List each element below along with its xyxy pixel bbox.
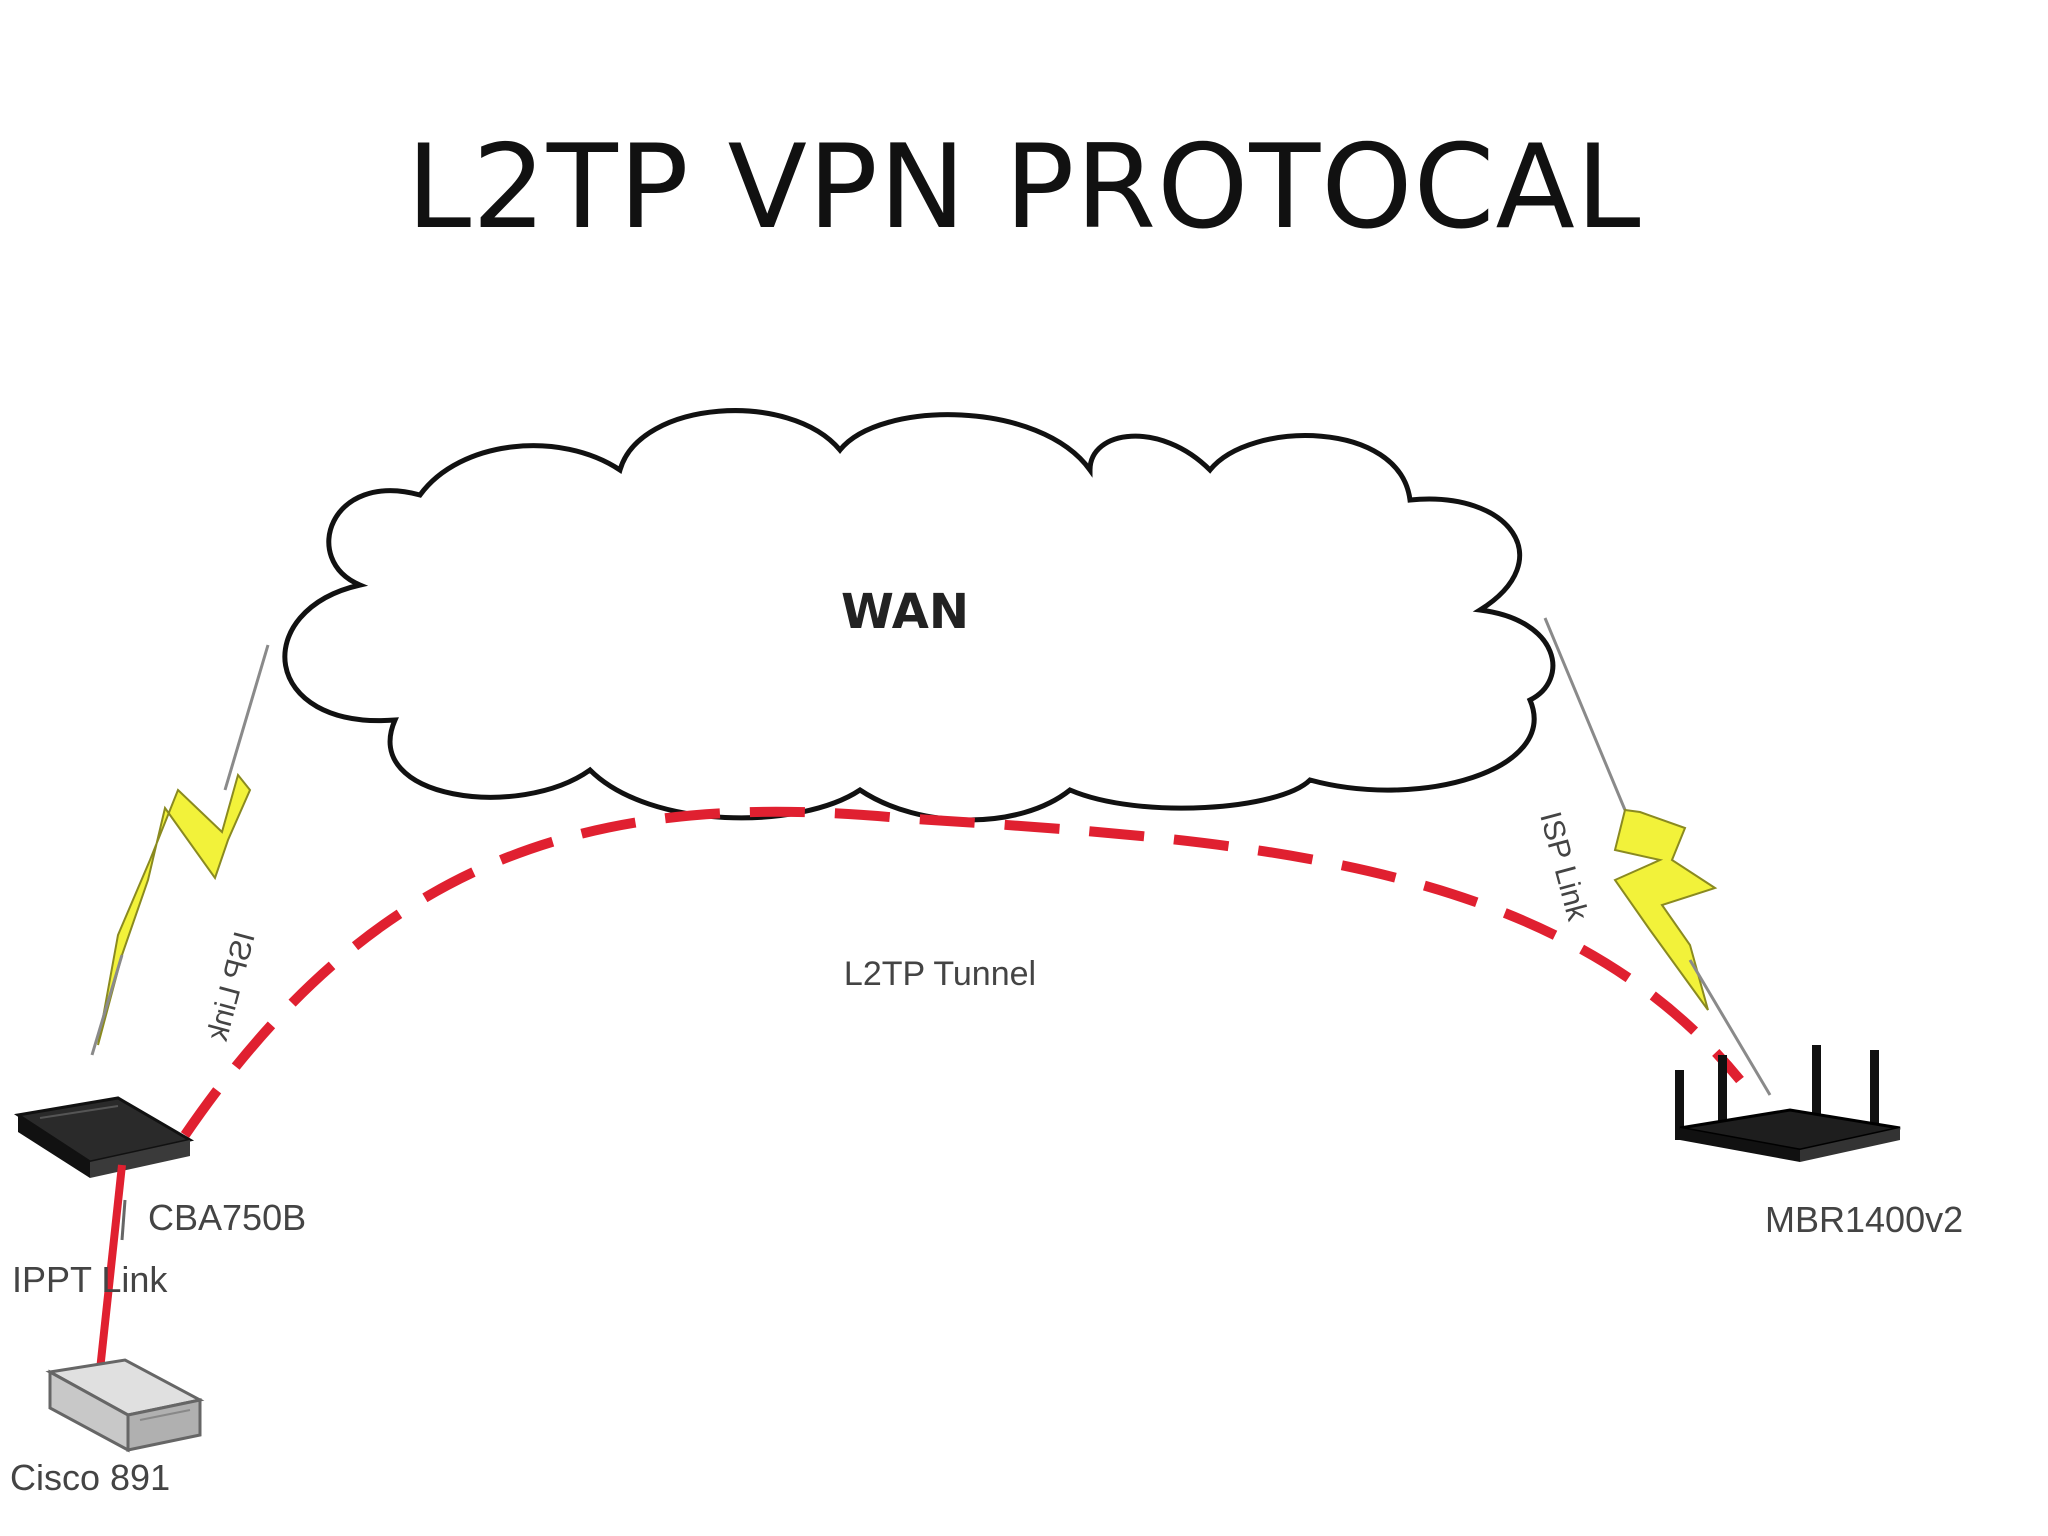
cisco-891-device-icon bbox=[45, 1358, 205, 1453]
isp-link-left-line-bottom bbox=[90, 954, 124, 1056]
isp-link-right-label: ISP Link bbox=[1533, 808, 1594, 925]
cisco-891-label: Cisco 891 bbox=[10, 1457, 170, 1498]
cba750b-label: CBA750B bbox=[148, 1197, 306, 1238]
label-marker-line bbox=[120, 1199, 127, 1241]
isp-link-right-line-top bbox=[1543, 617, 1627, 811]
isp-link-left-label: ISP Link bbox=[201, 928, 262, 1045]
l2tp-tunnel-line bbox=[180, 806, 1744, 1138]
cba750b-device-icon bbox=[13, 1096, 195, 1178]
isp-link-left-line-top bbox=[223, 644, 270, 791]
mbr1400v2-router-icon bbox=[1675, 1045, 1901, 1162]
tunnel-label: L2TP Tunnel bbox=[844, 955, 1036, 993]
isp-link-right-line-bottom bbox=[1688, 959, 1772, 1096]
ippt-link-label: IPPT Link bbox=[12, 1259, 168, 1300]
ippt-link-line bbox=[96, 1164, 126, 1371]
isp-link-right-lightning-icon bbox=[1613, 808, 1718, 1011]
wan-cloud bbox=[282, 408, 1556, 823]
wan-label: WAN bbox=[841, 584, 969, 640]
page-title: L2TP VPN PROTOCAL bbox=[406, 120, 1642, 255]
mbr1400v2-label: MBR1400v2 bbox=[1765, 1199, 1963, 1240]
